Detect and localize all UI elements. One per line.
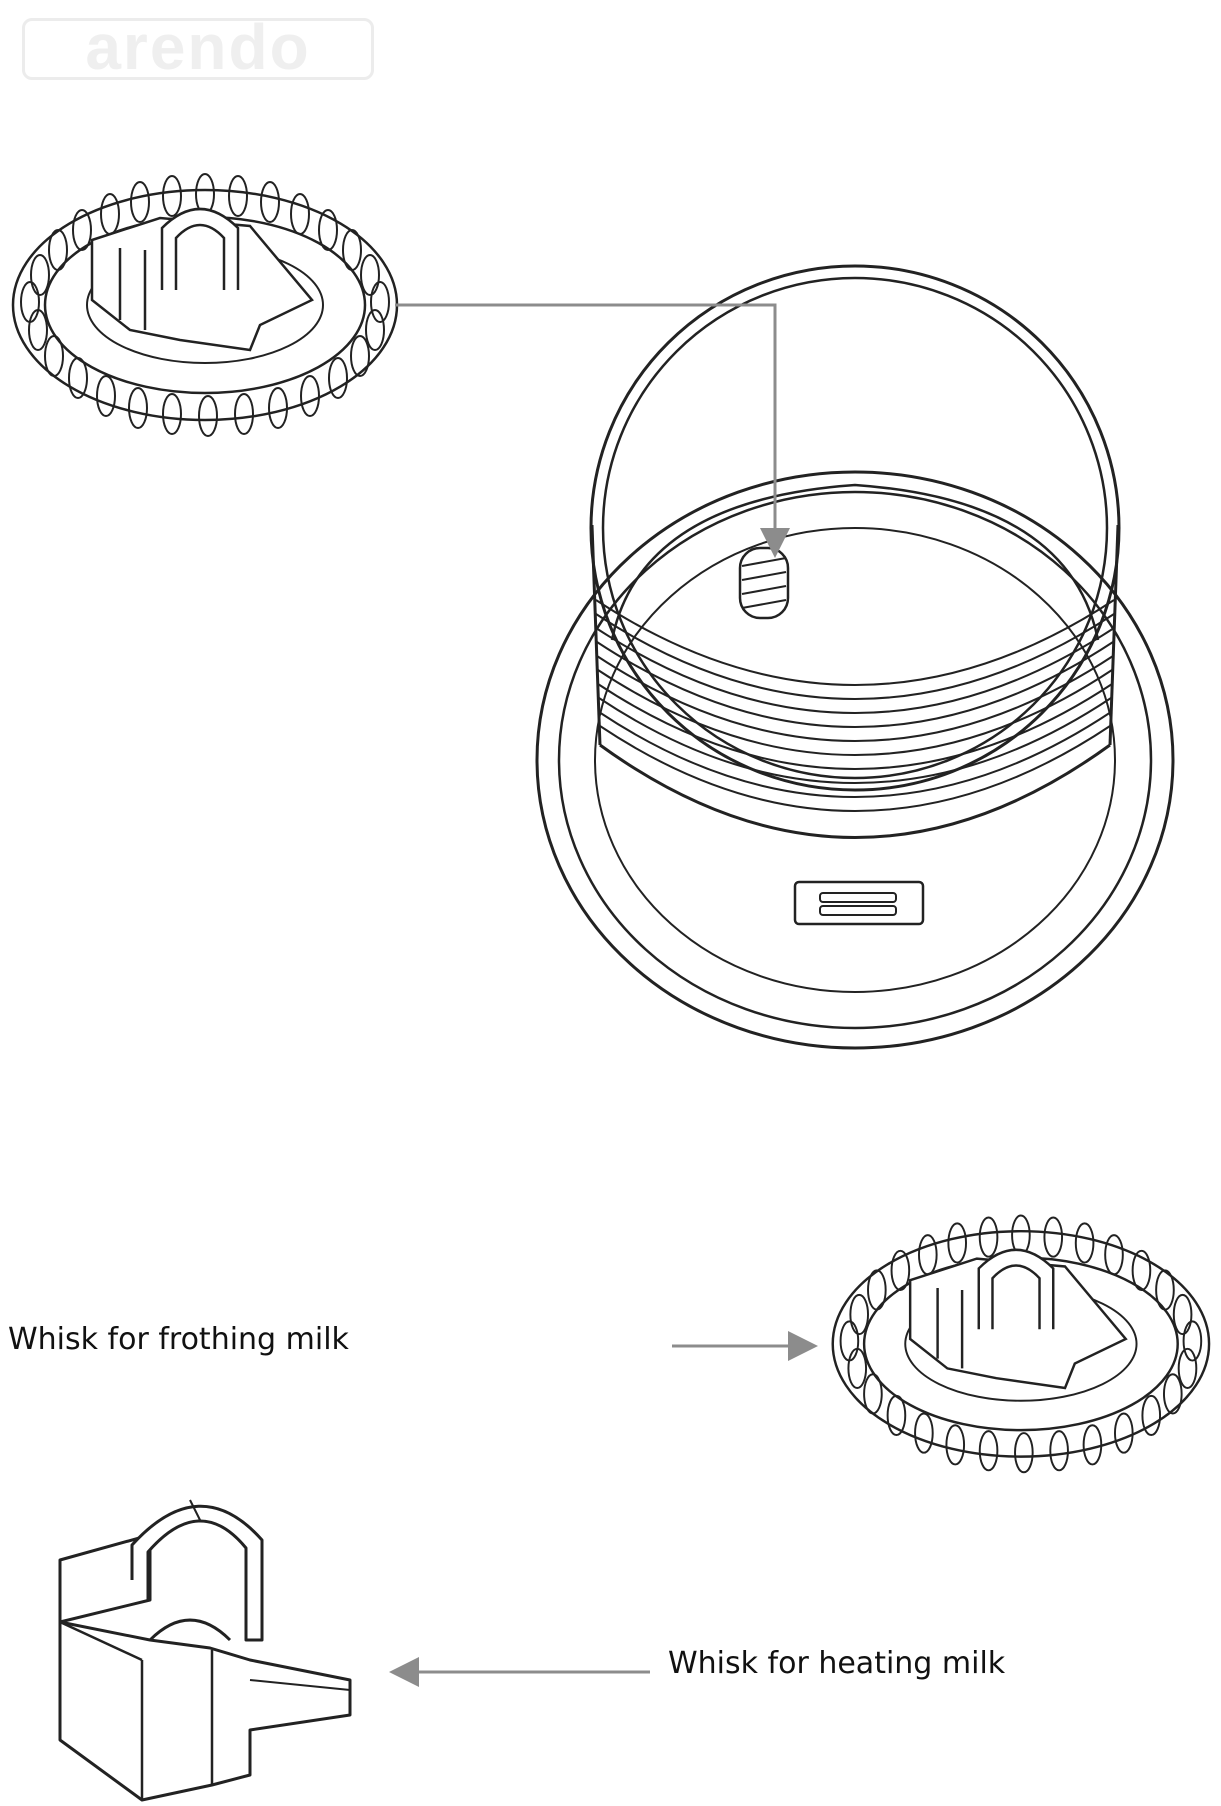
frothing-whisk-top: [11, 173, 399, 437]
heating-whisk: [58, 1499, 352, 1802]
label-frothing-whisk: Whisk for frothing milk: [8, 1322, 349, 1357]
frothing-whisk-bottom: [831, 1214, 1211, 1474]
brand-watermark: arendo: [22, 18, 374, 80]
milk-frother-jug: [535, 264, 1175, 1050]
label-heating-whisk: Whisk for heating milk: [668, 1646, 1006, 1681]
pointer-arrows: [389, 303, 818, 1687]
arrow-whisk-to-post: [395, 303, 790, 558]
